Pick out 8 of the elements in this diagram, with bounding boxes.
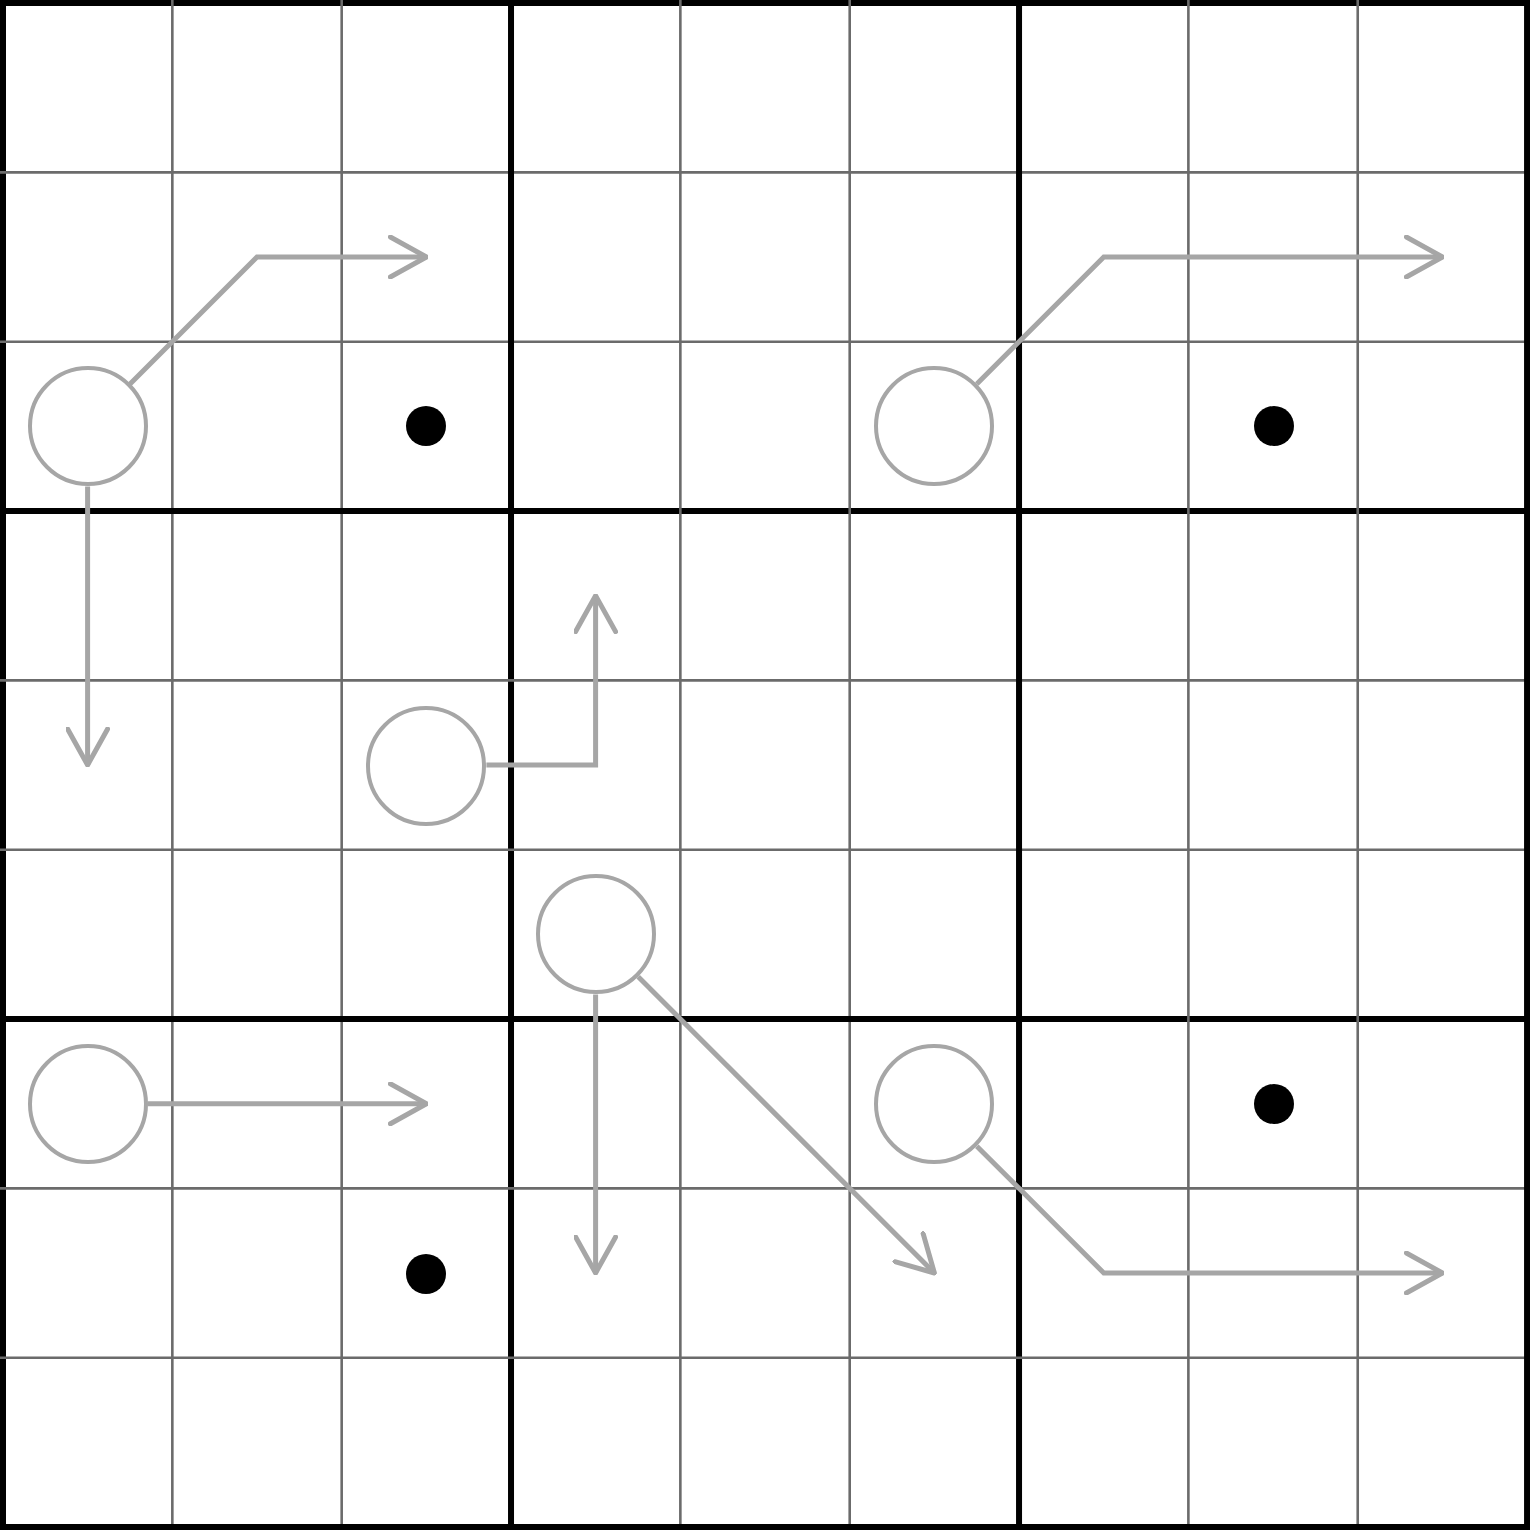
arrow (573, 994, 619, 1276)
arrow (636, 975, 937, 1276)
arrow (65, 486, 111, 768)
arrow (975, 1144, 1445, 1296)
arrow (128, 234, 429, 386)
arrow (486, 593, 619, 768)
arrow (147, 1081, 429, 1127)
arrow (975, 234, 1445, 386)
